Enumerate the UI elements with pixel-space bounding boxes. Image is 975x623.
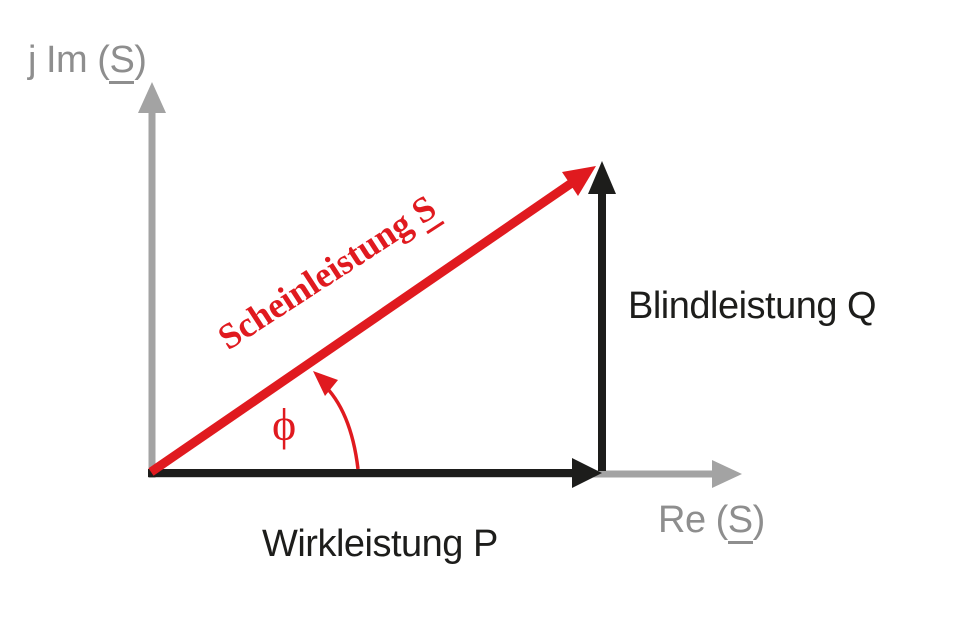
real-axis-label-prefix: Re ( xyxy=(658,499,728,541)
apparent-power-vector-arrowhead xyxy=(562,166,596,196)
phase-angle-arc xyxy=(320,381,360,470)
real-axis-label-symbol: S xyxy=(727,500,753,544)
imaginary-axis-label-symbol: S xyxy=(109,40,135,84)
active-power-vector-arrowhead xyxy=(572,458,602,488)
reactive-power-vector-arrowhead xyxy=(588,161,616,194)
phase-angle-symbol: ϕ xyxy=(272,399,296,450)
reactive-power-label: Blindleistung Q xyxy=(628,285,877,327)
phase-angle-arc-arrowhead xyxy=(313,371,338,396)
real-axis-arrowhead xyxy=(712,460,742,488)
active-power-label: Wirkleistung P xyxy=(262,523,498,565)
imaginary-axis-label-suffix: ) xyxy=(134,39,147,81)
real-axis-label-suffix: ) xyxy=(752,499,766,541)
imaginary-axis-label: j Im (S) xyxy=(28,38,147,84)
imaginary-axis-label-prefix: j Im ( xyxy=(28,39,110,81)
real-axis-label: Re (S) xyxy=(658,498,765,544)
apparent-power-vector-line xyxy=(148,176,579,476)
imaginary-axis-arrowhead xyxy=(138,82,166,113)
